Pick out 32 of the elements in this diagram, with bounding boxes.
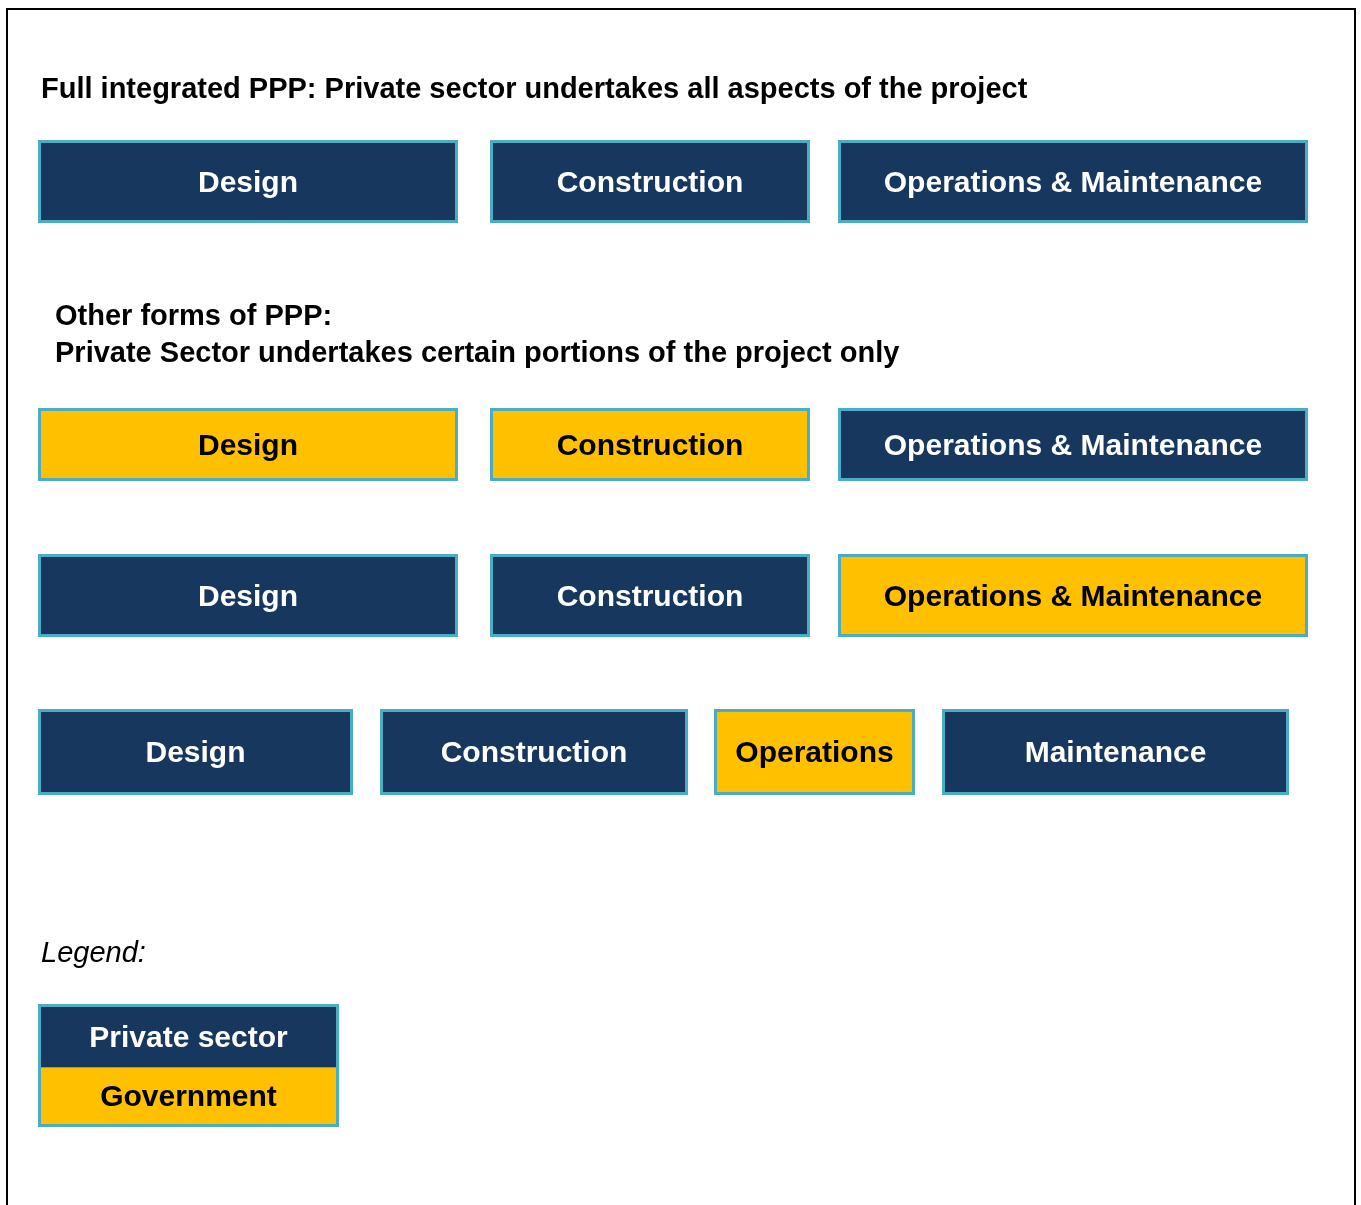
box-label: Construction	[556, 578, 744, 613]
legend-title: Legend:	[41, 936, 146, 969]
box-label: Construction	[556, 427, 744, 462]
process-box	[38, 709, 353, 795]
process-box	[714, 709, 915, 795]
box-label: Design	[198, 164, 298, 199]
section-subheading: Private Sector undertakes certain portions of the project only	[55, 336, 900, 369]
process-box	[490, 408, 810, 481]
section-heading: Other forms of PPP:	[55, 299, 333, 332]
box-label: Operations & Maintenance	[883, 427, 1263, 462]
box-label: Construction	[556, 164, 744, 199]
box-label: Maintenance	[1024, 735, 1207, 769]
process-box	[38, 554, 458, 637]
box-label: Construction	[440, 735, 628, 769]
box-label: Operations & Maintenance	[883, 578, 1263, 613]
box-label: Design	[198, 427, 298, 462]
box-label: Operations	[735, 735, 894, 769]
process-box	[838, 140, 1308, 223]
process-box	[942, 709, 1289, 795]
process-box	[38, 140, 458, 223]
process-box	[380, 709, 688, 795]
process-box	[490, 554, 810, 637]
process-box	[838, 554, 1308, 637]
box-label: Operations & Maintenance	[883, 164, 1263, 199]
process-box	[38, 408, 458, 481]
section-heading: Full integrated PPP: Private sector undertakes all aspects of the project	[41, 72, 1028, 105]
box-label: Design	[145, 735, 246, 769]
box-label: Design	[198, 578, 298, 613]
process-box	[838, 408, 1308, 481]
legend-label: Government	[100, 1079, 277, 1113]
process-box	[490, 140, 810, 223]
legend-label: Private sector	[89, 1020, 288, 1054]
